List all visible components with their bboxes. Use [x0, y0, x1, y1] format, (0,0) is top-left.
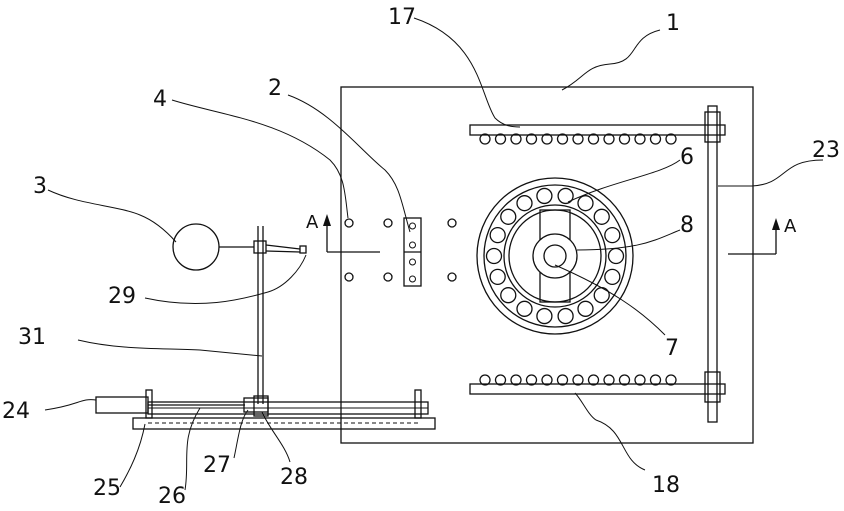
bearing-ball: [594, 209, 609, 224]
label-25: 25: [93, 476, 121, 501]
upper-rail: [470, 125, 725, 135]
bearing-ball: [501, 288, 516, 303]
bearing-ball: [605, 269, 620, 284]
label-23: 23: [812, 138, 840, 163]
bearing-ball: [490, 269, 505, 284]
label-8: 8: [680, 213, 694, 238]
bearing-ball: [605, 228, 620, 243]
label-29: 29: [108, 284, 136, 309]
label-7: 7: [665, 336, 679, 361]
bearing-ball: [501, 209, 516, 224]
label-31: 31: [18, 325, 46, 350]
label-26: 26: [158, 484, 186, 509]
arm-clamp: [254, 241, 266, 253]
section-marker-right: A: [728, 216, 797, 254]
section-label-left: A: [306, 212, 319, 233]
guide-bottom-block: [705, 372, 720, 402]
vertical-guide: [708, 106, 717, 422]
slider-28: [254, 396, 268, 416]
label-27: 27: [203, 453, 231, 478]
label-4: 4: [153, 87, 167, 112]
clamp-part: [404, 218, 421, 286]
label-6: 6: [680, 145, 694, 170]
label-24: 24: [2, 399, 30, 424]
bearing-ball: [609, 249, 624, 264]
bearing-ball: [578, 196, 593, 211]
bearing-ball: [537, 309, 552, 324]
bearing-ball: [490, 228, 505, 243]
spray-ball: [173, 224, 219, 270]
bearing-ball: [517, 301, 532, 316]
label-3: 3: [33, 174, 47, 199]
nozzle-lower: [266, 251, 300, 252]
lower-rail: [470, 384, 725, 394]
label-18: 18: [652, 473, 680, 498]
mounting-holes: [345, 219, 456, 281]
cylinder-24: [96, 397, 148, 413]
bearing-ball: [558, 309, 573, 324]
label-17: 17: [388, 5, 416, 30]
section-label-right: A: [784, 216, 797, 237]
label-1: 1: [666, 11, 680, 36]
bearing-ball: [594, 288, 609, 303]
label-28: 28: [280, 465, 308, 490]
label-2: 2: [268, 76, 282, 101]
nozzle-tip: [300, 246, 306, 253]
bearing-ball: [578, 301, 593, 316]
nozzle-upper: [266, 245, 300, 249]
bearing-ball: [537, 188, 552, 203]
bearing-ball: [487, 249, 502, 264]
section-marker-left: A: [306, 212, 380, 252]
bearing-ball: [517, 196, 532, 211]
shaft-outer: [533, 234, 577, 278]
guide-top-block: [705, 112, 720, 142]
